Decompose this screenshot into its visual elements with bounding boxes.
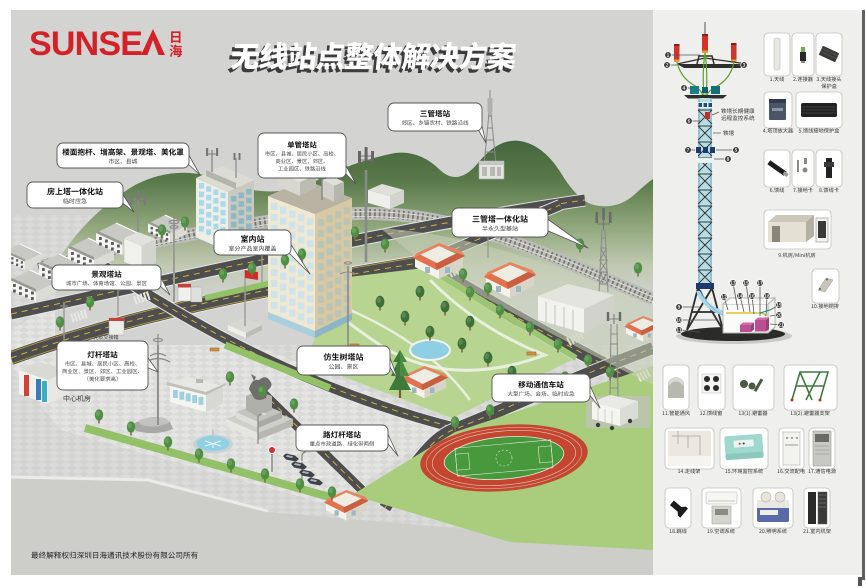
svg-text:SUNSE: SUNSE <box>29 25 142 63</box>
